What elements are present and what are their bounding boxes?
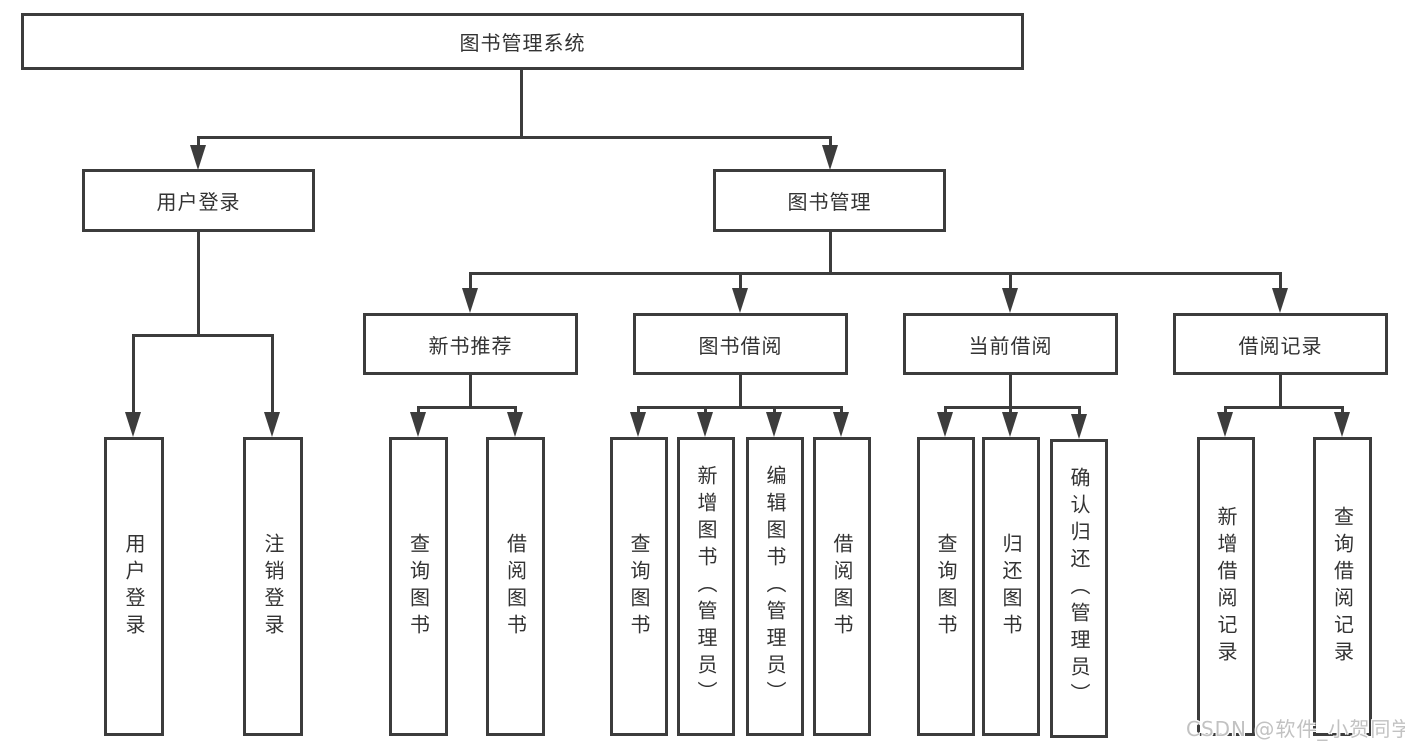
connector-group-bar <box>637 406 843 409</box>
arrowhead-down-icon <box>937 412 953 437</box>
arrowhead-down-icon <box>1217 412 1233 437</box>
node-book-borrowing: 图书借阅 <box>633 313 848 375</box>
arrowhead-down-icon <box>732 288 748 313</box>
arrowhead-down-icon <box>833 412 849 437</box>
node-leaf-query-books-borrowing: 查询图书 <box>610 437 668 736</box>
node-leaf-query-borrow-record: 查询借阅记录 <box>1313 437 1372 736</box>
node-leaf-logout: 注销登录 <box>243 437 303 736</box>
node-leaf-query-books-recommend: 查询图书 <box>389 437 448 736</box>
node-borrowing-records: 借阅记录 <box>1173 313 1388 375</box>
node-label: 用户登录 <box>156 190 241 214</box>
node-leaf-add-borrow-record: 新增借阅记录 <box>1197 437 1255 736</box>
node-current-borrowing: 当前借阅 <box>903 313 1118 375</box>
connector-shaft <box>739 272 742 290</box>
connector-shaft <box>197 136 200 147</box>
arrowhead-down-icon <box>190 145 206 170</box>
node-label: 注销登录 <box>261 532 285 641</box>
connector-level2-bar <box>197 136 831 139</box>
connector-level3-bar <box>469 272 1281 275</box>
node-label: 借阅图书 <box>503 532 528 641</box>
node-new-book-recommendation: 新书推荐 <box>363 313 578 375</box>
node-label: 新增借阅记录 <box>1214 505 1238 668</box>
node-label: 归还图书 <box>999 532 1023 641</box>
node-label: 图书管理系统 <box>459 31 586 55</box>
connector-group-bar <box>417 406 517 409</box>
connector-shaft <box>944 406 947 415</box>
node-leaf-return-books: 归还图书 <box>982 437 1040 736</box>
node-label: 查询图书 <box>627 532 651 641</box>
arrowhead-down-icon <box>1071 414 1087 439</box>
node-label: 查询图书 <box>934 532 958 641</box>
node-label: 借阅记录 <box>1238 333 1323 358</box>
connector-group-bar <box>944 406 1081 409</box>
node-leaf-add-book-admin: 新增图书（管理员） <box>677 437 735 736</box>
arrowhead-down-icon <box>766 412 782 437</box>
connector-group-bar <box>132 334 274 337</box>
node-leaf-borrow-books-recommend: 借阅图书 <box>486 437 545 736</box>
arrowhead-down-icon <box>462 288 478 313</box>
arrowhead-down-icon <box>264 412 280 437</box>
node-library-management-system: 图书管理系统 <box>21 13 1024 70</box>
arrowhead-down-icon <box>1272 288 1288 313</box>
connector-group-bar <box>1224 406 1344 409</box>
connector-shaft <box>1341 406 1344 415</box>
node-label: 当前借阅 <box>968 333 1053 358</box>
node-label: 新增图书（管理员） <box>694 465 718 708</box>
connector-shaft <box>417 406 420 415</box>
node-leaf-query-books-current: 查询图书 <box>917 437 975 736</box>
node-label: 新书推荐 <box>428 333 513 358</box>
node-label: 编辑图书（管理员） <box>763 465 787 708</box>
connector-branch-stub <box>197 232 200 337</box>
connector-shaft <box>1009 272 1012 290</box>
node-label: 确认归还（管理员） <box>1067 467 1091 710</box>
connector-module-stub <box>469 375 472 409</box>
connector-module-stub <box>739 375 742 409</box>
node-label: 查询图书 <box>406 532 431 641</box>
connector-shaft <box>132 334 135 414</box>
node-user-login-branch: 用户登录 <box>82 169 315 232</box>
node-leaf-borrow-books-borrowing: 借阅图书 <box>813 437 871 736</box>
connector-module-stub <box>1009 375 1012 409</box>
node-label: 用户登录 <box>122 532 146 641</box>
node-label: 查询借阅记录 <box>1330 505 1355 668</box>
arrowhead-down-icon <box>507 412 523 437</box>
connector-shaft <box>829 136 832 147</box>
node-leaf-edit-book-admin: 编辑图书（管理员） <box>746 437 804 736</box>
connector-module-stub <box>1279 375 1282 409</box>
connector-shaft <box>704 406 707 415</box>
connector-shaft <box>514 406 517 415</box>
node-book-management: 图书管理 <box>713 169 946 232</box>
connector-shaft <box>271 334 274 414</box>
connector-shaft <box>773 406 776 415</box>
connector-shaft <box>1078 406 1081 415</box>
arrowhead-down-icon <box>822 145 838 170</box>
connector-shaft <box>840 406 843 415</box>
connector-shaft <box>637 406 640 415</box>
arrowhead-down-icon <box>630 412 646 437</box>
connector-root-stub <box>520 70 523 138</box>
arrowhead-down-icon <box>1002 288 1018 313</box>
connector-shaft <box>1009 406 1012 415</box>
watermark: CSDN @软件_小贺同学 <box>1186 717 1405 741</box>
arrowhead-down-icon <box>410 412 426 437</box>
arrowhead-down-icon <box>125 412 141 437</box>
node-label: 借阅图书 <box>830 532 854 641</box>
node-leaf-user-login: 用户登录 <box>104 437 164 736</box>
connector-shaft <box>1279 272 1282 290</box>
node-label: 图书管理 <box>787 190 872 214</box>
node-leaf-confirm-return-admin: 确认归还（管理员） <box>1050 439 1108 738</box>
arrowhead-down-icon <box>1334 412 1350 437</box>
arrowhead-down-icon <box>1002 412 1018 437</box>
connector-branch-stub <box>829 232 832 275</box>
arrowhead-down-icon <box>697 412 713 437</box>
node-label: 图书借阅 <box>698 333 783 358</box>
connector-shaft <box>1224 406 1227 415</box>
connector-shaft <box>469 272 472 290</box>
